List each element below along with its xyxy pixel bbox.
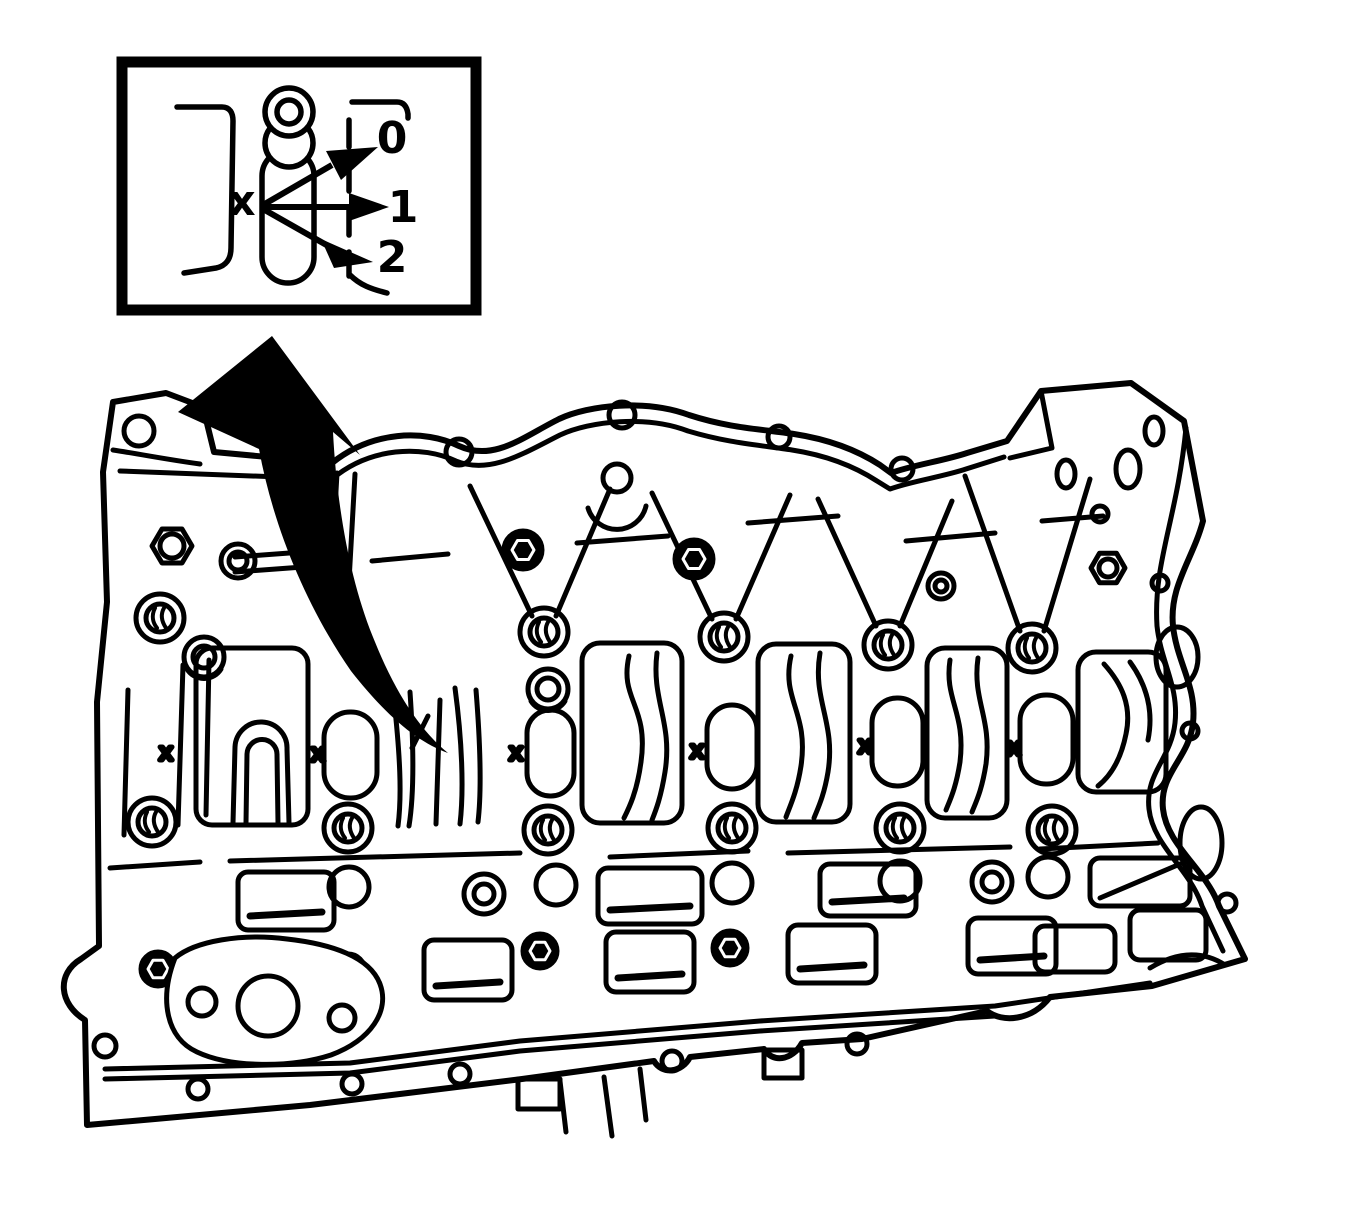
size-code-callout-box: x 0 1 2 <box>116 56 482 316</box>
flange-oval-hole-icon <box>1142 414 1166 448</box>
bearing-size-marks: x x x x x x <box>156 729 1023 770</box>
bolt-boss-icon <box>697 610 751 664</box>
callout-arrow-icon <box>178 336 448 753</box>
pocket-row-1 <box>235 855 1193 933</box>
arrow-to-code-2-icon <box>261 206 332 250</box>
callout-x-marker: x <box>228 176 255 225</box>
inset-bolt-hole-icon <box>274 97 304 127</box>
bolt-boss-icon <box>873 801 927 855</box>
right-edge-inner-line <box>1146 425 1226 954</box>
bolt-boss-icon <box>705 801 759 855</box>
lower-gasket-lines <box>107 840 1161 871</box>
inset-left-bracket <box>174 104 236 276</box>
arrow-to-code-1-head-icon <box>349 193 389 221</box>
flange-hole-icon <box>1089 503 1111 525</box>
size-code-0-label: 0 <box>377 113 408 164</box>
bolt-boss-icon <box>125 795 179 849</box>
size-code-2-label: 2 <box>377 232 408 283</box>
arrow-to-code-0-icon <box>261 162 334 208</box>
pump-bore-icon <box>235 973 301 1039</box>
bearing-size-mark-4: x <box>690 736 704 764</box>
dark-hex-bolt-icon <box>501 528 716 581</box>
washer-icon <box>932 577 950 595</box>
arrow-to-code-2-head-icon <box>321 239 373 268</box>
size-code-1-label: 1 <box>388 182 419 233</box>
rail-hole-icon <box>888 455 916 483</box>
right-oval-hole-icon <box>1153 624 1201 690</box>
rail-hole-icon <box>121 413 157 449</box>
bottom-flange <box>91 923 1228 1139</box>
hex-nut-hole-icon <box>157 531 187 561</box>
lower-hole-row <box>326 854 1071 917</box>
bearing-size-mark-1: x <box>159 738 173 766</box>
bolt-boss-icon <box>1025 803 1079 857</box>
right-hole-icon <box>1215 891 1239 915</box>
bearing-size-mark-6: x <box>1007 733 1021 761</box>
capsule-slots <box>321 692 1076 801</box>
washer-icon <box>226 549 250 573</box>
code-pointer-arrows <box>261 147 389 268</box>
right-hole-icon <box>1179 720 1201 742</box>
bearing-size-mark-3: x <box>509 738 523 766</box>
inset-right-bracket-top <box>349 99 411 121</box>
washer-stack-icon <box>525 666 571 713</box>
flange-oval-hole-icon <box>1054 457 1078 491</box>
inset-bolt-boss-icon <box>262 85 316 139</box>
arrow-to-code-0-head-icon <box>326 147 378 180</box>
rail-arc <box>585 503 649 532</box>
bearing-size-mark-5: x <box>858 731 872 759</box>
bolt-boss-icon <box>861 618 915 672</box>
hex-nut-icon <box>149 526 195 566</box>
corner-flange-lines <box>1007 388 1055 461</box>
washer-icon <box>925 570 957 602</box>
bearing-webs <box>193 640 1169 829</box>
pump-bolt-hole-icon <box>185 985 219 1019</box>
lower-bolt-row <box>125 795 1079 857</box>
bolt-boss-icon <box>517 605 571 659</box>
bolt-boss-icon <box>521 803 575 857</box>
rail-hole-icon <box>600 461 634 495</box>
top-left-rail-line <box>110 447 203 467</box>
hex-nut-icon <box>1088 550 1128 586</box>
bolt-boss-icon <box>1005 621 1059 675</box>
right-oval-hole-icon <box>1177 804 1225 882</box>
rail-hole-icon <box>606 399 638 431</box>
rail-hole-icon <box>765 423 793 451</box>
hex-nut-hole-icon <box>1096 556 1120 580</box>
pump-bolt-hole-icon <box>326 1002 358 1034</box>
engine-block-drawing: x x x x x x <box>60 380 1248 1139</box>
washer-icon <box>218 541 258 581</box>
bolt-boss-icon <box>133 591 187 645</box>
rail-hole-icon <box>443 436 475 468</box>
bolt-boss-icon <box>321 801 375 855</box>
washer-stack-icon <box>181 634 227 681</box>
inset-right-bracket-bottom <box>347 272 390 296</box>
bearing-size-mark-2: x <box>311 739 325 767</box>
upper-bolt-row <box>133 591 1059 713</box>
left-edge-ribs <box>121 662 186 838</box>
flange-oval-hole-icon <box>1113 447 1143 491</box>
pump-housing <box>164 934 386 1067</box>
